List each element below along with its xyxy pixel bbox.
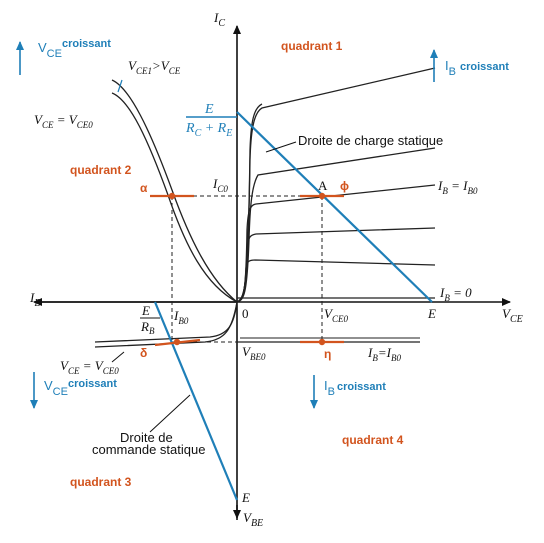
quadrant-4-label: quadrant 4: [342, 433, 404, 447]
output-characteristics: [236, 67, 436, 303]
eta-label: η: [324, 347, 331, 361]
origin-zero-label: 0: [242, 306, 249, 321]
e-tick-label-right: E: [427, 306, 436, 321]
vce-eq-vce0-label: VCE = VCE0: [34, 112, 93, 130]
alpha-label: α: [140, 181, 148, 195]
delta-label: δ: [140, 346, 147, 360]
ic0-label: IC0: [212, 176, 228, 194]
ib-eq-ib0-label: IB = IB0: [437, 178, 478, 196]
ic-axis-label: IC: [213, 10, 225, 29]
quadrant-1-label: quadrant 1: [281, 39, 343, 53]
vce0-tick-label: VCE0: [324, 306, 348, 324]
control-line: [153, 301, 239, 501]
vbe0-label: VBE0: [242, 344, 266, 362]
load-line-label: Droite de charge statique: [298, 133, 443, 148]
leader-vce1: [117, 79, 123, 93]
phi-label: ϕ: [340, 179, 349, 193]
operating-points: [168, 192, 326, 346]
vce-axis-label: VCE: [502, 306, 523, 325]
projection-lines: [171, 195, 323, 343]
ib-zero-label: IB = 0: [439, 285, 472, 303]
vce1-gt-vce-label: VCE1>VCE: [128, 58, 181, 76]
input-characteristics: [94, 301, 238, 348]
leader-vce-bottom: [111, 351, 125, 363]
load-line: [236, 111, 433, 303]
frac-e-den: RC + RE: [185, 121, 232, 139]
point-a-label: A: [318, 178, 328, 193]
ib0-tick-label: IB0: [173, 308, 189, 326]
e-over-rb-den: RB: [140, 319, 155, 336]
quadrant-3-label: quadrant 3: [70, 475, 132, 489]
control-line-label-2: commande statique: [92, 442, 205, 457]
e-over-rb-num: E: [141, 303, 150, 318]
leader-charge: [265, 141, 297, 153]
ib-axis-label: IB: [29, 290, 40, 309]
frac-e-num: E: [204, 102, 214, 117]
control-line-label-1: Droite de: [120, 430, 173, 445]
vbe-axis-label: VBE: [243, 510, 263, 529]
quadrant-2-label: quadrant 2: [70, 163, 132, 177]
e-tick-label-bottom: E: [241, 490, 250, 505]
vce-increasing-top: VCEcroissant: [38, 38, 111, 60]
ib-ib0-low-label: IB=IB0: [367, 345, 401, 363]
vce-eq-vce0-bottom-label: VCE = VCE0: [60, 358, 119, 376]
vce-increasing-bottom: VCEcroissant: [44, 378, 117, 398]
leader-commande: [149, 394, 191, 433]
